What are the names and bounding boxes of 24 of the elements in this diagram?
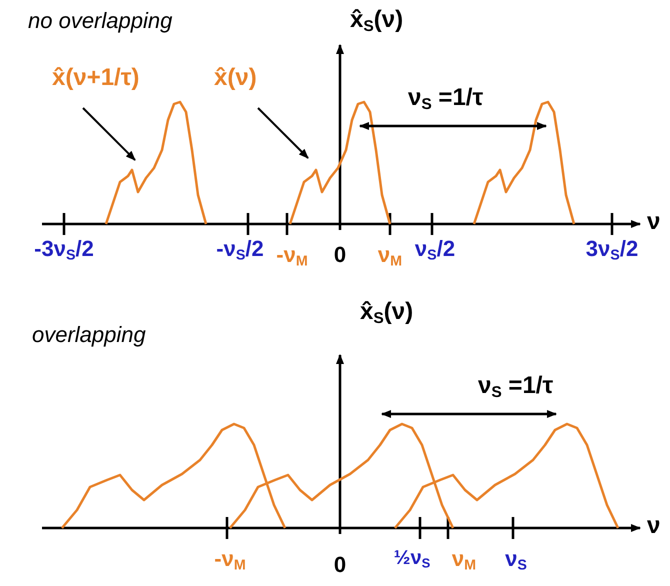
axis-label: ν [647,210,660,234]
tick-label: ν$_{M}$ [378,244,402,269]
tick-label: -ν$_{M}$ [214,548,246,573]
interval-label: ν$_{S}$ =1/τ [478,374,554,400]
tick-label: ν$_{S}$/2 [414,238,456,263]
axis-label: x̂$_{S}$(ν) [350,8,404,34]
tick-label: 0 [334,554,346,576]
tick-label: 0 [334,244,346,266]
interval-label: ν$_{S}$ =1/τ [408,86,484,112]
tick-label: -ν$_{M}$ [276,244,308,269]
panel-title: overlapping [32,324,146,346]
tick-label: -3ν$_{S}$/2 [34,238,94,263]
axis-label: x̂$_{S}$(ν) [360,300,414,326]
panel-title: no overlapping [28,10,172,32]
function-label: x̂(ν) [214,66,257,90]
tick-label: ν$_{M}$ [452,548,476,573]
leader-line [257,107,309,159]
function-label: x̂(ν+1/τ) [52,66,140,90]
tick-label: ν$_{S}$ [505,548,527,573]
tick-label: ½ν$_{S}$ [394,548,430,570]
tick-label: 3ν$_{S}$/2 [586,238,638,263]
leader-line [82,107,136,161]
axis-label: ν [647,514,660,538]
tick-label: -ν$_{S}$/2 [216,238,264,263]
